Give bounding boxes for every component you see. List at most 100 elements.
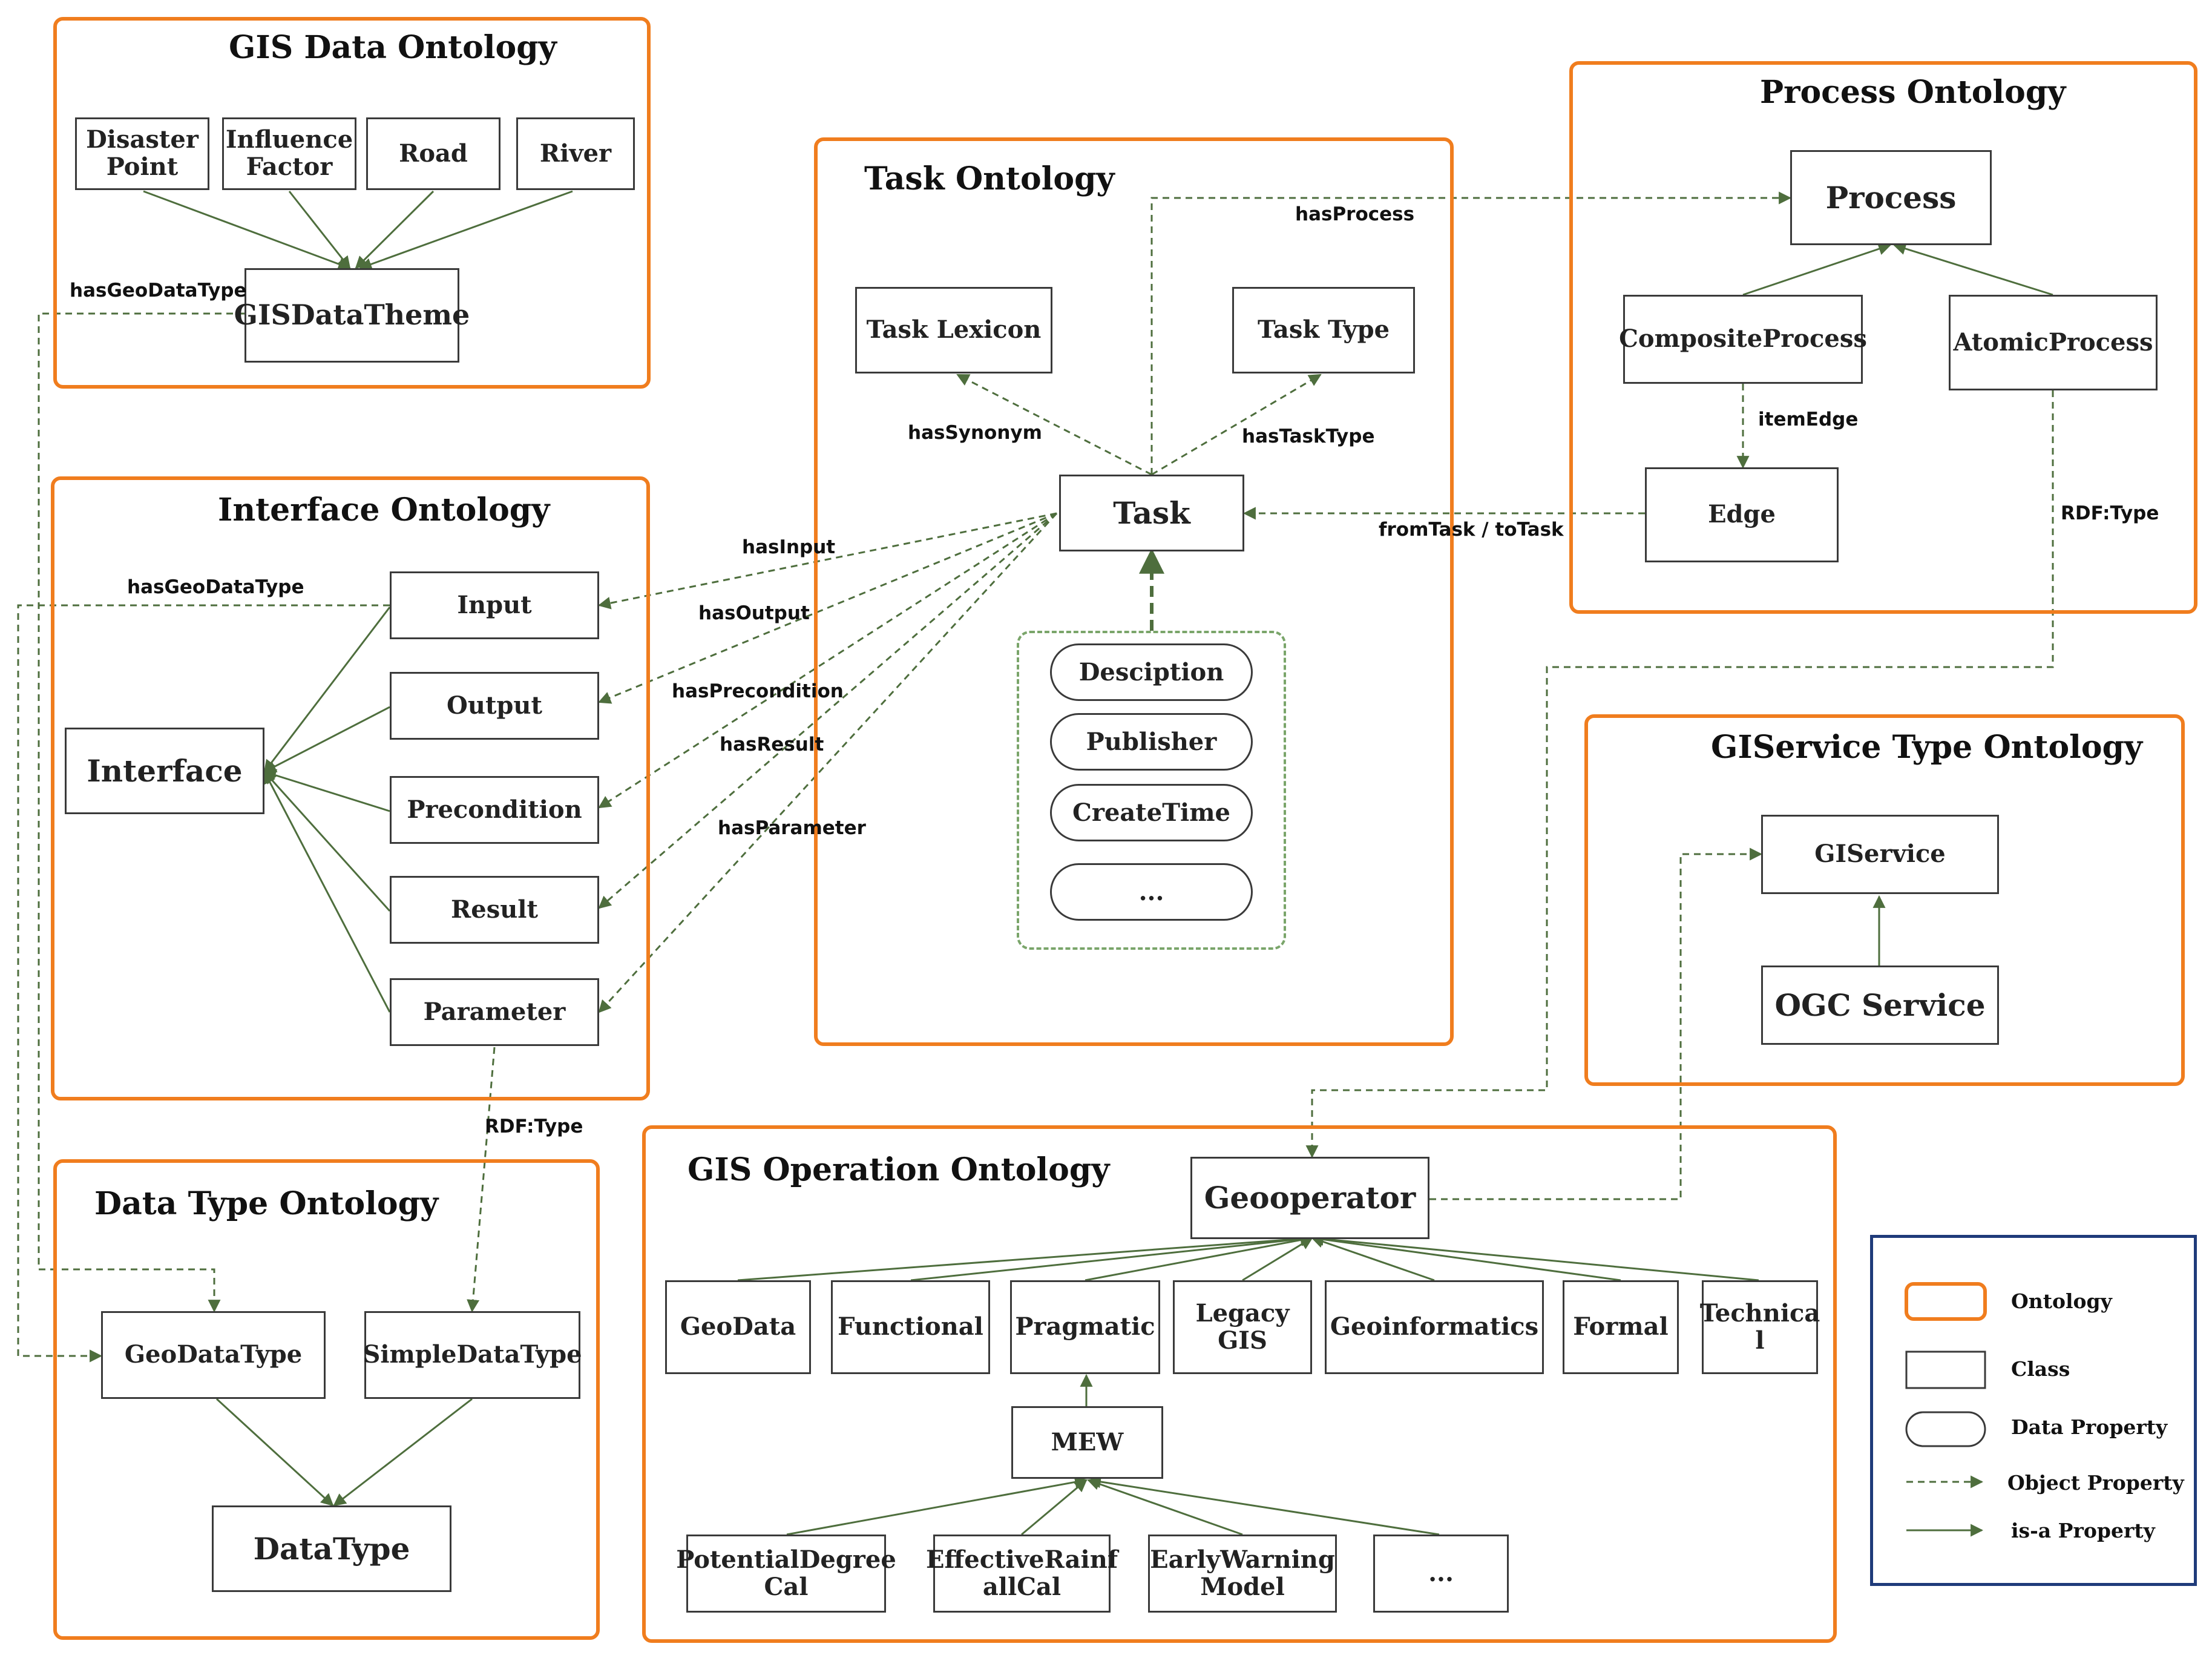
- class-task-type: Task Type: [1232, 287, 1415, 373]
- dataprop-desciption: Desciption: [1050, 643, 1253, 701]
- legend-data-property-swatch: [1905, 1411, 1986, 1447]
- class-influence-factor: Influence Factor: [222, 117, 356, 190]
- isa-earlywarning-to-mew: [1087, 1478, 1243, 1536]
- class-more: ...: [1373, 1535, 1509, 1613]
- obj-has-geodatatype-gis: [38, 312, 245, 1313]
- task-data-properties-group: [1017, 631, 1286, 950]
- gis-operation-ontology-frame: [642, 1125, 1837, 1643]
- dataprop-create-time: CreateTime: [1050, 784, 1253, 841]
- isa-pragmatic-to-geooperator: [1085, 1234, 1314, 1281]
- class-gis-data-theme: GISDataTheme: [234, 268, 470, 363]
- isa-more-to-mew: [1088, 1475, 1440, 1536]
- label-has-precondition: hasPrecondition: [672, 680, 844, 702]
- legend-ontology-label: Ontology: [2011, 1289, 2112, 1313]
- class-geodatatype: GeoDataType: [101, 1311, 326, 1399]
- class-road: Road: [366, 117, 500, 190]
- class-output: Output: [390, 672, 599, 740]
- class-precondition: Precondition: [390, 776, 599, 844]
- isa-river-to-theme: [359, 190, 573, 271]
- class-giservice: GIService: [1761, 815, 1999, 894]
- obj-has-task-type: [1151, 373, 1322, 476]
- class-effective-rainfall-cal: EffectiveRainf allCal: [926, 1535, 1118, 1613]
- data-type-ontology-title: Data Type Ontology: [94, 1185, 439, 1222]
- label-item-edge: itemEdge: [1758, 409, 1859, 430]
- class-geoinformatics: Geoinformatics: [1325, 1280, 1544, 1374]
- isa-disaster-to-theme: [143, 190, 351, 271]
- legend-ontology-swatch: [1905, 1282, 1987, 1321]
- class-geooperator: Geooperator: [1190, 1157, 1429, 1239]
- class-task-lexicon: Task Lexicon: [855, 287, 1052, 373]
- class-parameter: Parameter: [390, 978, 599, 1046]
- obj-rdf-type-process: [1305, 390, 2054, 1159]
- class-mew: MEW: [1011, 1406, 1163, 1479]
- legend-class-label: Class: [2011, 1357, 2070, 1381]
- task-ontology-title: Task Ontology: [864, 160, 1115, 197]
- label-from-to-task: fromTask / toTask: [1379, 519, 1564, 541]
- dataprop-more: ...: [1050, 863, 1253, 921]
- class-composite-process: CompositeProcess: [1619, 295, 1867, 384]
- label-has-task-type: hasTaskType: [1242, 426, 1375, 447]
- giservice-type-ontology-title: GIService Type Ontology: [1711, 729, 2143, 766]
- isa-functional-to-geooperator: [910, 1232, 1314, 1281]
- isa-atomic-to-process: [1892, 242, 2053, 296]
- gis-operation-ontology-title: GIS Operation Ontology: [688, 1151, 1110, 1188]
- obj-has-process: [1150, 191, 1792, 475]
- class-task: Task: [1059, 475, 1244, 551]
- gis-data-ontology-frame: [53, 17, 651, 389]
- class-disaster-point: Disaster Point: [75, 117, 209, 190]
- isa-legacy-to-geooperator: [1242, 1237, 1313, 1281]
- class-atomic-process: AtomicProcess: [1949, 295, 2158, 390]
- obj-geooperator-to-giservice: [1429, 847, 1763, 1200]
- legend: Ontology Class Data Property Object Prop…: [1870, 1235, 2197, 1586]
- class-functional: Functional: [831, 1280, 990, 1374]
- obj-has-result: [598, 512, 1057, 909]
- class-interface: Interface: [65, 728, 264, 814]
- isa-result-to-interface: [263, 771, 391, 912]
- label-has-parameter: hasParameter: [718, 817, 866, 839]
- class-river: River: [516, 117, 635, 190]
- label-has-result: hasResult: [720, 734, 824, 755]
- legend-data-property-label: Data Property: [2011, 1415, 2168, 1439]
- obj-has-parameter: [598, 512, 1058, 1013]
- class-legacy-gis: Legacy GIS: [1173, 1280, 1312, 1374]
- label-rdf-type-process: RDF:Type: [2061, 502, 2159, 524]
- class-process: Process: [1790, 150, 1992, 245]
- obj-has-geodatatype-interface: [17, 604, 390, 1363]
- class-result: Result: [390, 876, 599, 944]
- label-has-geodatatype-interface: hasGeoDataType: [127, 576, 304, 598]
- label-has-synonym: hasSynonym: [908, 422, 1042, 444]
- giservice-type-ontology-frame: [1584, 714, 2185, 1086]
- obj-has-synonym: [956, 373, 1152, 476]
- class-formal: Formal: [1563, 1280, 1679, 1374]
- label-has-geodatatype-gis: hasGeoDataType: [70, 280, 247, 301]
- data-type-ontology-frame: [53, 1159, 600, 1640]
- obj-has-output: [598, 512, 1057, 704]
- isa-formal-to-geooperator: [1310, 1233, 1621, 1281]
- isa-technical-to-geooperator: [1310, 1232, 1759, 1281]
- class-input: Input: [390, 571, 599, 639]
- dataprop-publisher: Publisher: [1050, 713, 1253, 771]
- isa-output-to-interface: [263, 706, 390, 773]
- isa-geoinformatics-to-geooperator: [1311, 1235, 1435, 1281]
- isa-geodatatype-to-datatype: [215, 1398, 334, 1507]
- isa-simpledatatype-to-datatype: [333, 1398, 473, 1507]
- legend-object-property-label: Object Property: [2007, 1471, 2184, 1495]
- label-has-output: hasOutput: [698, 602, 810, 624]
- class-geodata: GeoData: [665, 1280, 811, 1374]
- label-has-process: hasProcess: [1295, 203, 1415, 225]
- legend-symbols: [1905, 1282, 1987, 1537]
- class-pragmatic: Pragmatic: [1010, 1280, 1160, 1374]
- class-edge: Edge: [1645, 467, 1839, 562]
- obj-has-input: [597, 512, 1057, 610]
- isa-influence-to-theme: [288, 191, 351, 269]
- isa-composite-to-process: [1742, 243, 1891, 296]
- label-rdf-type-parameter: RDF:Type: [485, 1116, 583, 1137]
- obj-has-precondition: [598, 512, 1057, 809]
- process-ontology-frame: [1569, 61, 2197, 614]
- isa-geodata-to-geooperator: [737, 1232, 1314, 1281]
- class-simpledatatype: SimpleDataType: [363, 1311, 582, 1399]
- isa-potential-to-mew: [786, 1476, 1088, 1536]
- class-ogc-service: OGC Service: [1761, 966, 1999, 1045]
